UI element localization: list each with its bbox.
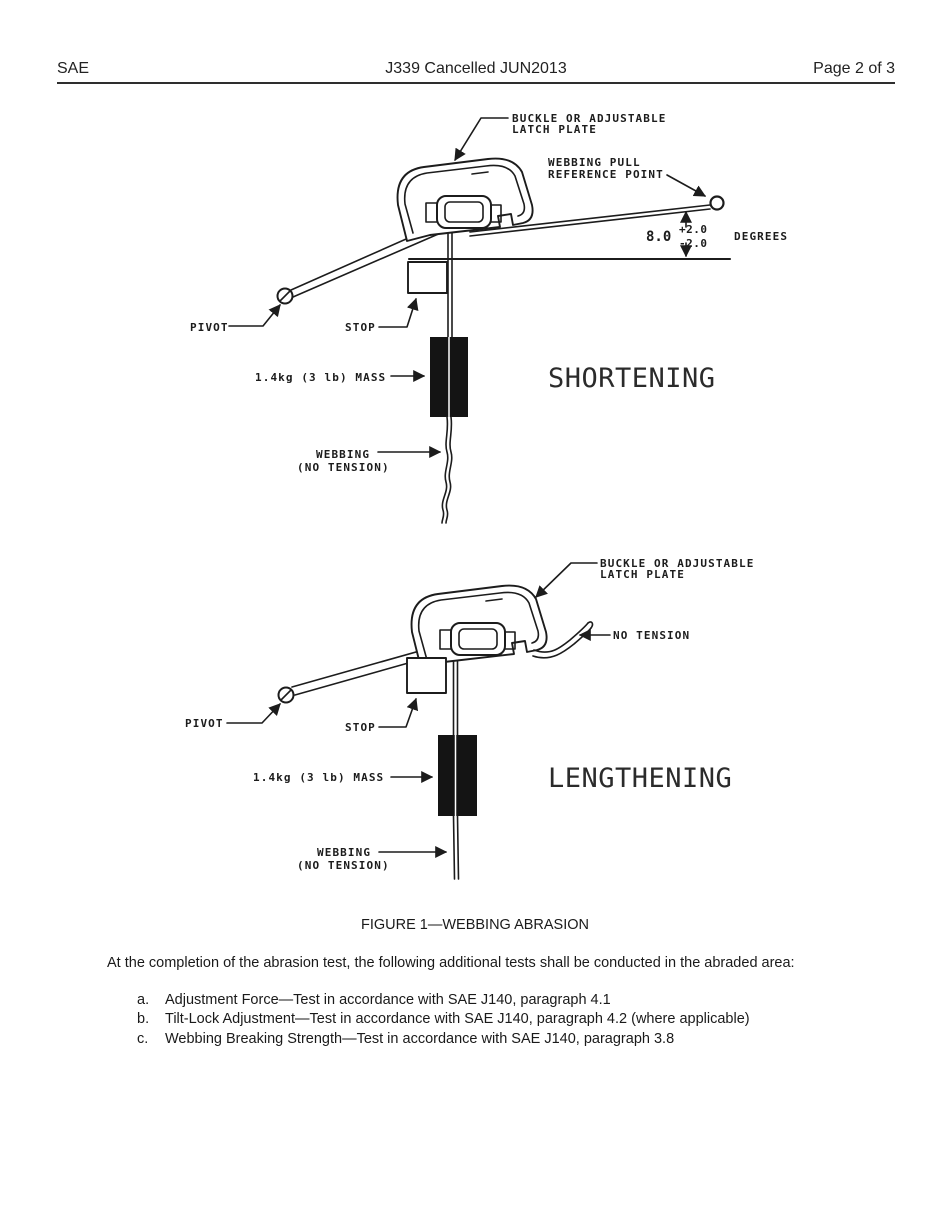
webbing-below-mass — [452, 815, 460, 880]
buckle-label-line1: BUCKLE OR ADJUSTABLE — [600, 557, 754, 570]
additional-tests-list: a. Adjustment Force—Test in accordance w… — [137, 991, 750, 1049]
mass-label: 1.4kg (3 lb) MASS — [253, 771, 384, 784]
header-doc-title: J339 Cancelled JUN2013 — [385, 60, 567, 77]
buckle-label-line2: LATCH PLATE — [600, 568, 685, 581]
lengthening-diagram: BUCKLE OR ADJUSTABLE LATCH PLATE NO TENS… — [185, 557, 754, 880]
list-item: a. Adjustment Force—Test in accordance w… — [137, 991, 750, 1010]
figure-caption: FIGURE 1—WEBBING ABRASION — [360, 917, 589, 933]
pull-reference-ring — [709, 195, 725, 211]
pull-point-label-line1: WEBBING PULL — [548, 156, 641, 169]
shortening-title: SHORTENING — [548, 363, 716, 394]
webbing-label-line1: WEBBING — [317, 846, 371, 859]
angle-value: 8.0 — [646, 229, 671, 245]
leader-lines — [228, 117, 707, 458]
intro-paragraph: At the completion of the abrasion test, … — [107, 955, 795, 971]
list-item-text: Tilt-Lock Adjustment—Test in accordance … — [165, 1011, 750, 1028]
pivot-label: PIVOT — [185, 717, 224, 730]
mass-block — [438, 735, 477, 816]
leader-lines — [226, 562, 611, 858]
webbing-pull-line — [469, 204, 711, 237]
stop-block — [406, 657, 447, 694]
pivot-joint — [277, 686, 295, 704]
list-item-text: Adjustment Force—Test in accordance with… — [165, 992, 611, 1008]
angle-unit: DEGREES — [734, 230, 788, 243]
pull-point-label-line2: REFERENCE POINT — [548, 168, 664, 181]
angle-plus-tolerance: +2.0 — [679, 223, 708, 236]
list-item-marker: b. — [137, 1011, 150, 1028]
mass-label: 1.4kg (3 lb) MASS — [255, 371, 386, 384]
stop-block — [407, 261, 448, 294]
list-item-text: Webbing Breaking Strength—Test in accord… — [165, 1030, 675, 1047]
list-item-marker: c. — [137, 1030, 149, 1047]
stop-label: STOP — [345, 321, 376, 334]
mass-block — [430, 337, 468, 417]
page-header: SAE J339 Cancelled JUN2013 Page 2 of 3 — [57, 60, 895, 84]
no-tension-label: NO TENSION — [613, 629, 690, 642]
webbing-label-line1: WEBBING — [316, 448, 370, 461]
latch-plate — [425, 195, 502, 229]
stop-label: STOP — [345, 721, 376, 734]
list-item: c. Webbing Breaking Strength—Test in acc… — [137, 1030, 750, 1049]
webbing-label-line2: (NO TENSION) — [297, 859, 390, 872]
header-doc-code: SAE — [57, 60, 90, 77]
buckle-label-line2: LATCH PLATE — [512, 123, 597, 136]
buckle-outline — [410, 584, 548, 669]
webbing-label-line2: (NO TENSION) — [297, 461, 390, 474]
header-page-number: Page 2 of 3 — [813, 60, 895, 77]
list-item: b. Tilt-Lock Adjustment—Test in accordan… — [137, 1010, 750, 1029]
webbing-slack — [441, 416, 453, 524]
list-item-marker: a. — [137, 992, 150, 1008]
angle-minus-tolerance: -2.0 — [679, 237, 708, 250]
pivot-label: PIVOT — [190, 321, 229, 334]
shortening-diagram: BUCKLE OR ADJUSTABLE LATCH PLATE WEBBING… — [190, 112, 788, 524]
lengthening-title: LENGTHENING — [548, 763, 732, 794]
buckle-label-line1: BUCKLE OR ADJUSTABLE — [512, 112, 666, 125]
pivot-joint — [276, 287, 294, 305]
